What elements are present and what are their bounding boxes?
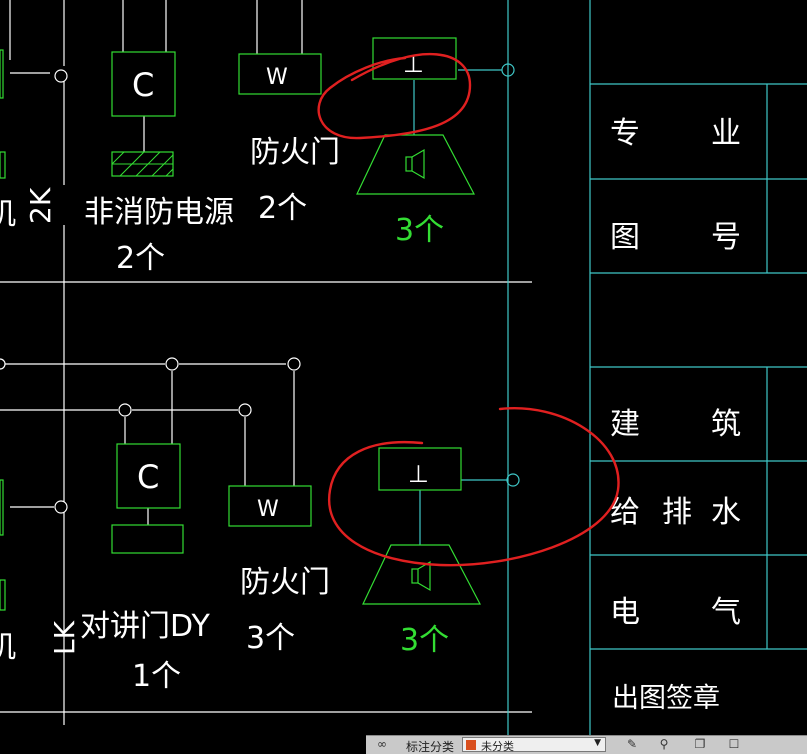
- terminal-symbol-bottom: ⊥: [408, 460, 429, 488]
- link-icon[interactable]: ∞: [377, 737, 387, 751]
- intercom-symbol-top: C: [132, 66, 154, 104]
- tb-row2-right: 号: [711, 220, 741, 255]
- markup-circle-top: [317, 52, 472, 140]
- title-block-frame: [589, 0, 807, 753]
- annotation-category-label: 标注分类: [406, 740, 455, 754]
- tb-row1-left: 专: [610, 116, 640, 151]
- label-left-cut-top: 机: [0, 197, 16, 232]
- label-nonfire-power: 非消防电源: [84, 195, 234, 230]
- copy-icon[interactable]: ❐: [694, 737, 706, 751]
- top-symbols: [0, 37, 475, 195]
- door-symbol-top: W: [266, 65, 288, 90]
- category-color-swatch: [466, 740, 476, 750]
- tb-row6-right: 气: [711, 595, 741, 630]
- label-fire-door-bottom: 防火门: [240, 565, 330, 600]
- chevron-down-icon: ▼: [594, 738, 601, 748]
- label-left-cut-bottom: 机: [0, 630, 16, 665]
- count-intercom-door: 1个: [132, 659, 181, 694]
- label-vertical-bottom: LK: [48, 620, 81, 655]
- label-fire-door-top: 防火门: [250, 135, 340, 170]
- annotation-category-select[interactable]: 未分类 ▼: [462, 737, 606, 753]
- label-intercom-door: 对讲门DY: [80, 609, 210, 644]
- tb-row2-left: 图: [610, 220, 640, 255]
- signal-bus: [413, 0, 520, 753]
- count-nonfire-power: 2个: [116, 241, 165, 276]
- tb-row5-right: 水: [711, 495, 741, 530]
- title-block-text: 专 业 图 号 建 筑 给 排 水 电 气 出图签章: [610, 116, 741, 714]
- count-fire-door-top: 2个: [258, 191, 307, 226]
- tb-row4-right: 筑: [711, 407, 741, 442]
- bottom-symbols: [0, 443, 481, 611]
- door-symbol-bottom: W: [257, 497, 279, 522]
- count-speaker-bottom: 3个: [400, 623, 449, 658]
- delete-icon[interactable]: ☐: [728, 737, 740, 751]
- tb-row5-middle: 排: [662, 495, 692, 530]
- tb-footer: 出图签章: [612, 683, 720, 714]
- label-vertical-top: 2K: [24, 187, 57, 224]
- tb-row6-left: 电: [610, 595, 640, 630]
- terminal-nodes: [0, 69, 301, 514]
- intercom-symbol-bottom: C: [137, 458, 159, 496]
- wiring: [0, 0, 532, 725]
- pin-icon[interactable]: ⚲: [659, 737, 669, 751]
- count-speaker-top: 3个: [395, 213, 444, 248]
- tb-row1-right: 业: [711, 116, 741, 151]
- annotation-toolbar: ∞ 标注分类 未分类 ▼ ✎ ⚲ ❐ ☐: [366, 735, 807, 754]
- annotate-icon[interactable]: ✎: [626, 737, 638, 751]
- markup-circles[interactable]: [317, 52, 620, 567]
- tb-row4-left: 建: [610, 407, 640, 442]
- markup-circle-bottom: [327, 406, 620, 567]
- annotation-category-value: 未分类: [481, 740, 514, 753]
- count-fire-door-bottom: 3个: [246, 621, 295, 656]
